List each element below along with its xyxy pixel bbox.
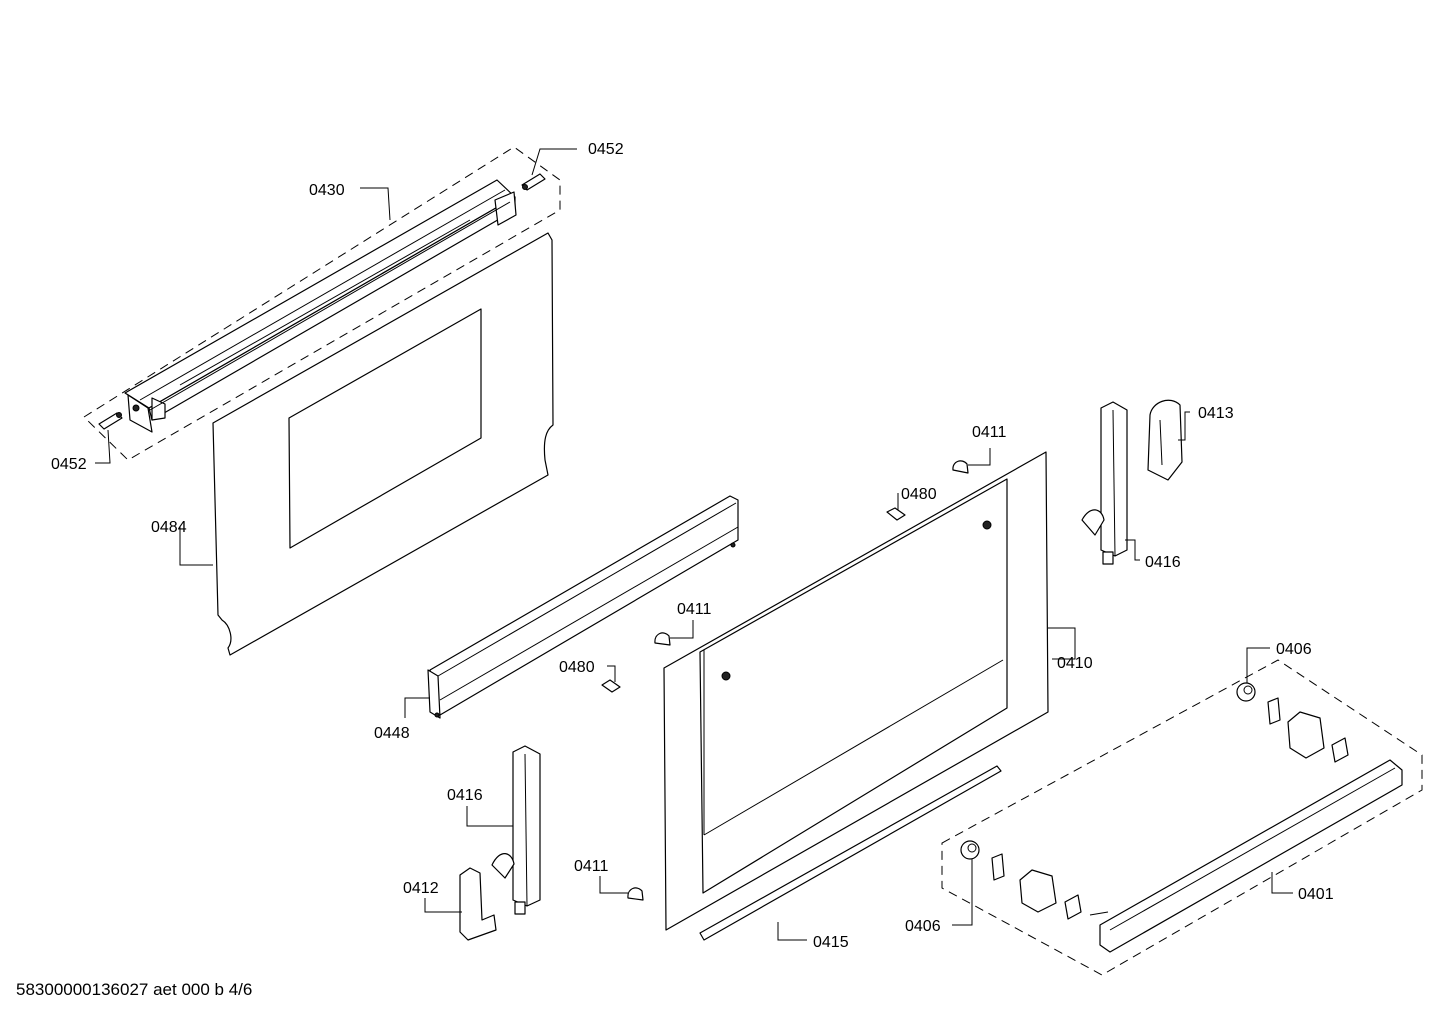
group-box-handle [941, 659, 1423, 976]
end-cap-part-b [1019, 869, 1057, 913]
bumper-part-b [654, 632, 671, 646]
top-rail-part [124, 179, 517, 433]
callout-0411-top: 0411 [972, 424, 1007, 441]
callout-labels: 0452 0430 0452 0484 0411 0480 0413 0416 … [51, 141, 1334, 951]
callout-0406-bottom: 0406 [905, 918, 941, 935]
callout-0416-left: 0416 [447, 787, 483, 804]
drawing-reference-caption: 58300000136027 aet 000 b 4/6 [16, 980, 253, 999]
mount-plate-part-b [991, 853, 1005, 881]
bumper-part-a [952, 460, 969, 474]
pin-part-bottom [98, 412, 123, 430]
mount-plate-part-d [1064, 894, 1082, 920]
hinge-part-left [491, 745, 541, 915]
callout-0452-bottom: 0452 [51, 456, 87, 473]
mount-plate-part-c [1331, 737, 1349, 763]
callout-0430: 0430 [309, 182, 345, 199]
clip-part-a [886, 507, 906, 521]
hinge-part-right [1081, 401, 1128, 565]
leader-lines [95, 148, 1293, 941]
callout-0480-top: 0480 [901, 486, 937, 503]
callout-0411-bottom: 0411 [574, 858, 609, 875]
group-box-top-rail [83, 146, 561, 461]
callout-0410: 0410 [1057, 655, 1093, 672]
callout-0415: 0415 [813, 934, 849, 951]
hinge-bracket-part [1147, 399, 1183, 481]
callout-0452-top: 0452 [588, 141, 624, 158]
callout-0406-top: 0406 [1276, 641, 1312, 658]
bracket-part [427, 495, 739, 719]
callout-0480-middle: 0480 [559, 659, 595, 676]
callout-0401: 0401 [1298, 886, 1334, 903]
mount-plate-part-a [1267, 697, 1281, 725]
inner-panel-part [212, 232, 554, 656]
callout-0416-right: 0416 [1145, 554, 1181, 571]
bumper-part-c [627, 887, 644, 901]
clip-part-b [601, 679, 621, 693]
pin-part-top [521, 173, 546, 191]
end-cap-part-a [1287, 711, 1325, 759]
handle-part [1099, 759, 1403, 953]
pin-part-handle [1089, 911, 1109, 916]
callout-0411-middle: 0411 [677, 601, 712, 618]
spacer-part-a [1236, 682, 1256, 702]
hinge-bracket-part-left [459, 867, 497, 941]
door-frame-part [663, 451, 1049, 931]
spacer-part-b [960, 840, 980, 860]
seal-strip-part [699, 765, 1002, 941]
callout-0413: 0413 [1198, 405, 1234, 422]
callout-0448: 0448 [374, 725, 410, 742]
callout-0484: 0484 [151, 519, 187, 536]
callout-0412: 0412 [403, 880, 439, 897]
